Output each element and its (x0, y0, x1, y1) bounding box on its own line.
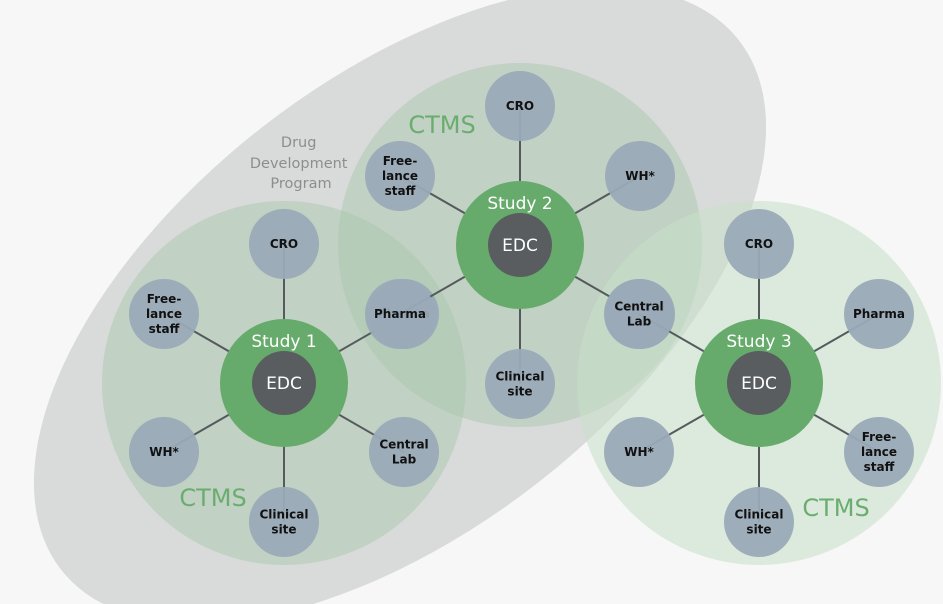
edc-core (488, 213, 552, 277)
node-label-line: Free- (383, 154, 418, 168)
node-circle (369, 417, 439, 487)
ctms-label-study-1: CTMS (179, 484, 246, 512)
node-circle (724, 487, 794, 557)
node-label-line: Lab (627, 315, 652, 329)
node-circle (604, 279, 674, 349)
node-label-line: site (271, 523, 296, 537)
program-label: Drug Development Program (250, 135, 352, 192)
node-label: WH* (149, 445, 179, 459)
node-label-line: Central (379, 438, 428, 452)
node-label: WH* (624, 445, 654, 459)
node-circle (605, 141, 675, 211)
node-label-line: Pharma (374, 307, 426, 321)
node-label-line: lance (382, 169, 418, 183)
ctms-label-study-3: CTMS (802, 494, 869, 522)
node-label-line: WH* (149, 445, 179, 459)
stakeholder-node-cro: CRO (249, 209, 319, 279)
node-label-line: staff (864, 460, 895, 474)
edc-label: EDC (502, 236, 538, 256)
study-title: Study 2 (487, 194, 552, 214)
stakeholder-node-pharma: Pharma (844, 279, 914, 349)
program-label-line: Development (250, 156, 348, 172)
node-circle (485, 71, 555, 141)
node-label-line: Lab (392, 453, 417, 467)
node-label-line: lance (146, 307, 182, 321)
stakeholder-node-wh: WH* (604, 417, 674, 487)
node-label-line: Clinical (734, 508, 783, 522)
node-label-line: CRO (745, 237, 773, 251)
node-circle (365, 279, 435, 349)
node-label-line: lance (861, 445, 897, 459)
node-label: Pharma (374, 307, 426, 321)
stakeholder-node-pharma: Pharma (365, 279, 435, 349)
node-label-line: CRO (270, 237, 298, 251)
node-circle (129, 279, 199, 349)
node-label-line: Pharma (853, 307, 905, 321)
study-title: Study 1 (251, 332, 316, 352)
stakeholder-node-cro: CRO (485, 71, 555, 141)
node-label-line: Free- (862, 430, 897, 444)
node-circle (129, 417, 199, 487)
node-label: CRO (506, 99, 534, 113)
ctms-label-study-2: CTMS (408, 111, 475, 139)
edc-label: EDC (741, 374, 777, 394)
node-circle (249, 487, 319, 557)
node-label-line: site (507, 385, 532, 399)
edc-label: EDC (266, 374, 302, 394)
node-circle (724, 209, 794, 279)
node-label-line: WH* (625, 169, 655, 183)
node-circle (844, 279, 914, 349)
node-label: CRO (745, 237, 773, 251)
node-label-line: CRO (506, 99, 534, 113)
node-label: Pharma (853, 307, 905, 321)
edc-core (727, 351, 791, 415)
program-label-line: Program (270, 176, 331, 192)
node-label-line: Central (614, 300, 663, 314)
stakeholder-node-wh: WH* (605, 141, 675, 211)
program-label-line: Drug (281, 135, 317, 151)
node-circle (365, 141, 435, 211)
node-label-line: Clinical (259, 508, 308, 522)
stakeholder-node-cro: CRO (724, 209, 794, 279)
study-clusters: CROPharmaCentralLabClinicalsiteWH*Free-l… (129, 71, 914, 557)
study-title: Study 3 (726, 332, 791, 352)
node-circle (604, 417, 674, 487)
node-label-line: staff (149, 322, 180, 336)
node-circle (249, 209, 319, 279)
node-label-line: Free- (147, 292, 182, 306)
node-label: CRO (270, 237, 298, 251)
node-label: WH* (625, 169, 655, 183)
node-circle (844, 417, 914, 487)
node-label-line: WH* (624, 445, 654, 459)
node-label-line: site (746, 523, 771, 537)
node-circle (485, 349, 555, 419)
node-label-line: staff (385, 184, 416, 198)
edc-core (252, 351, 316, 415)
stakeholder-node-wh: WH* (129, 417, 199, 487)
node-label-line: Clinical (495, 370, 544, 384)
